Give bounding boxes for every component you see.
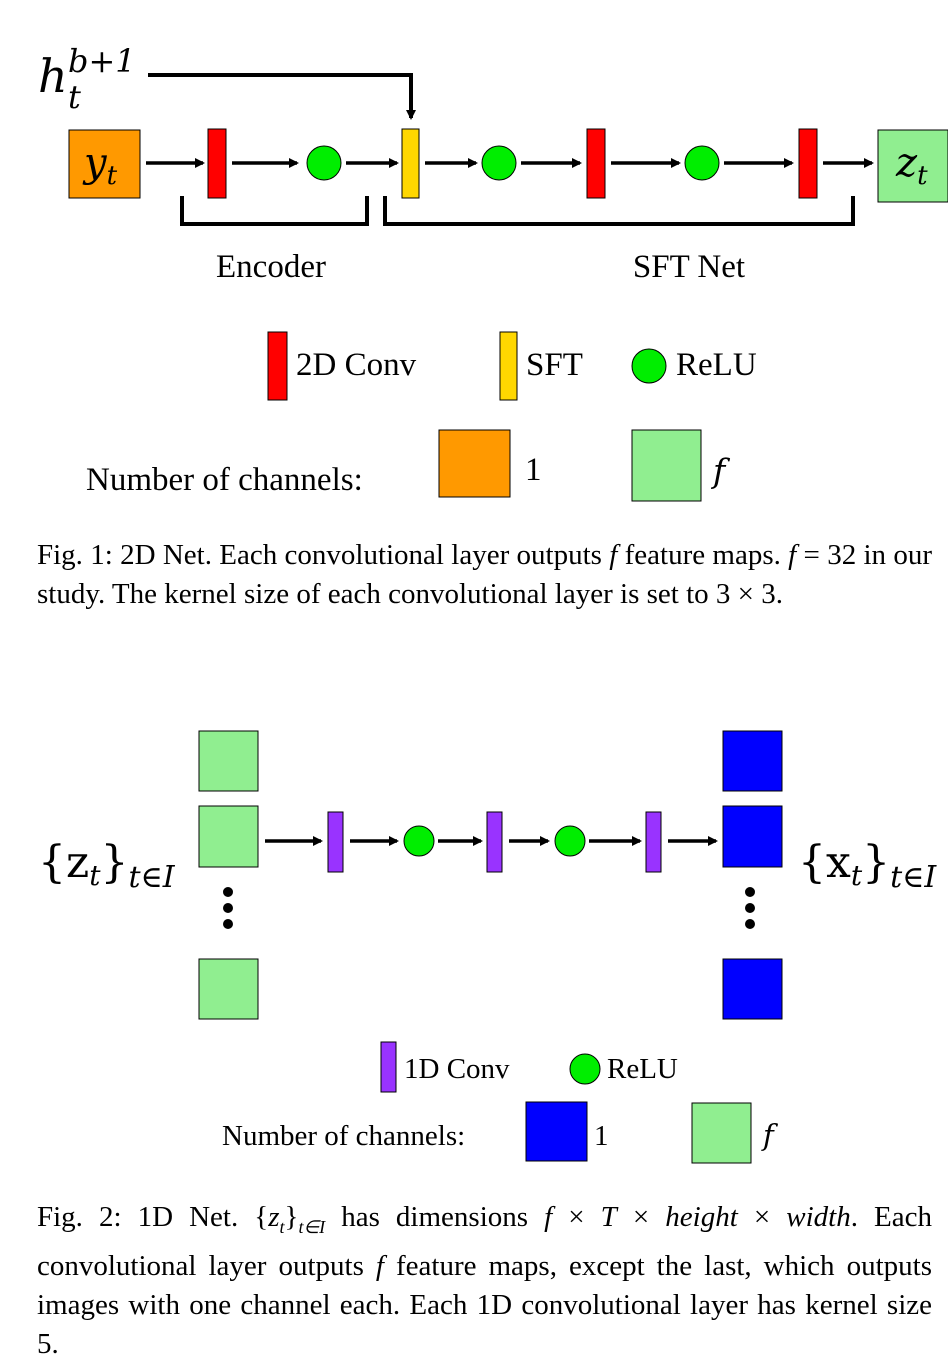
sft-net-bracket [383,196,855,226]
input-stack-box [198,958,259,1020]
legend-one-channel-swatch [438,429,511,498]
output-set-label: {xt}t∈I [798,837,937,895]
legend-conv1d-label: 1D Conv [404,1053,510,1085]
relu-node-sft-1 [481,145,517,181]
ellipsis-dot [223,919,233,929]
relu-node-1d-2 [554,825,586,857]
ellipsis-dot [745,903,755,913]
channels-label: Number of channels: [86,462,363,498]
relu-node-encoder [306,145,342,181]
conv2d-block-encoder [207,128,227,199]
output-zt-label: zt [895,140,928,191]
input-stack-box [198,805,259,868]
legend-relu-1d-swatch [569,1053,601,1085]
hidden-state-subscript: t [68,78,81,116]
relu-node-sft-2 [684,145,720,181]
encoder-bracket [180,196,369,226]
channels-label-1d: Number of channels: [222,1120,465,1152]
legend-f-channel-1d-swatch [691,1102,752,1164]
conv1d-block-1 [327,811,344,873]
fig1-caption: Fig. 1: 2D Net. Each convolutional layer… [37,539,933,610]
encoder-label: Encoder [216,249,326,285]
ellipsis-dot [223,903,233,913]
legend-f-channel-1d-label: f [761,1118,779,1152]
legend-relu-swatch [631,348,667,384]
legend-f-channel-label: f [710,451,731,490]
legend-conv1d-swatch [380,1041,397,1093]
hidden-state-superscript: b+1 [68,42,136,80]
input-yt-box [68,129,141,199]
legend-sft-swatch [499,331,518,401]
legend-one-channel-1d-label: 1 [594,1120,609,1152]
output-stack-box [722,805,783,868]
legend-relu-1d-label: ReLU [607,1053,678,1085]
legend-relu-label: ReLU [676,347,757,383]
output-zt-box [877,129,948,203]
legend-sft-label: SFT [526,347,583,383]
legend-f-channel-swatch [631,429,702,502]
sft-block [401,128,420,199]
conv2d-block-sft-2 [798,128,818,199]
ellipsis-dot [745,919,755,929]
hidden-state-arrow [148,73,416,120]
conv1d-block-3 [645,811,662,873]
input-yt-label: yt [82,140,118,191]
ellipsis-dot [745,887,755,897]
legend-conv2d-swatch [267,331,288,401]
legend-conv2d-label: 2D Conv [296,347,417,383]
relu-node-1d-1 [403,825,435,857]
sft-net-label: SFT Net [633,249,745,285]
fig2-caption: Fig. 2: 1D Net. {zt}t∈I has dimensions f… [37,1201,932,1360]
output-stack-box [722,730,783,792]
input-stack-box [198,730,259,792]
conv2d-block-sft-1 [586,128,606,199]
legend-one-channel-label: 1 [525,452,542,488]
conv1d-block-2 [486,811,503,873]
hidden-state-label: h [38,49,68,103]
legend-one-channel-1d-swatch [525,1101,588,1162]
input-set-label: {zt}t∈I [38,837,176,895]
ellipsis-dot [223,887,233,897]
output-stack-box [722,958,783,1020]
